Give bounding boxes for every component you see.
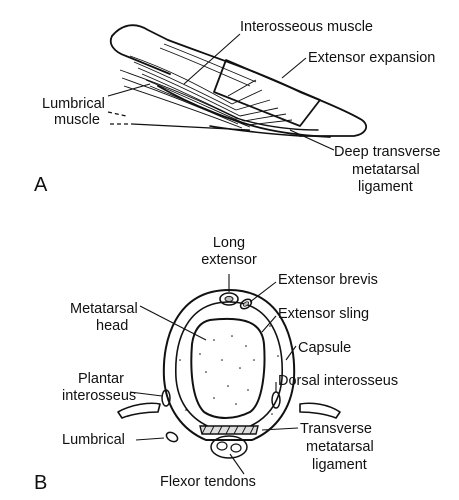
label-deep-transverse-line3: ligament bbox=[358, 179, 413, 195]
label-transverse-metatarsal-line2: metatarsal bbox=[306, 439, 374, 455]
label-transverse-metatarsal-line1: Transverse bbox=[300, 421, 372, 437]
label-extensor-brevis: Extensor brevis bbox=[278, 272, 378, 288]
label-extensor-expansion: Extensor expansion bbox=[308, 50, 435, 66]
label-deep-transverse-line2: metatarsal bbox=[352, 162, 420, 178]
label-interosseous-muscle: Interosseous muscle bbox=[240, 19, 373, 35]
label-deep-transverse-line1: Deep transverse bbox=[334, 144, 440, 160]
label-metatarsal-head-line2: head bbox=[96, 318, 128, 334]
label-lumbrical: Lumbrical bbox=[62, 432, 125, 448]
label-dorsal-interosseus: Dorsal interosseus bbox=[278, 373, 398, 389]
label-long-extensor-line2: extensor bbox=[201, 252, 257, 268]
label-lumbrical-muscle-line2: muscle bbox=[54, 112, 100, 128]
label-transverse-metatarsal-line3: ligament bbox=[312, 457, 367, 473]
label-plantar-interosseus-line1: Plantar bbox=[78, 371, 124, 387]
panel-b-leaders bbox=[129, 274, 299, 475]
label-metatarsal-head-line1: Metatarsal bbox=[70, 301, 138, 317]
panel-letter-a: A bbox=[34, 174, 48, 196]
panel-b-illustration bbox=[117, 289, 341, 459]
panel-b-labels: Long extensor Extensor brevis Metatarsal… bbox=[34, 235, 398, 494]
panel-letter-b: B bbox=[34, 472, 47, 494]
panel-a-labels: Interosseous muscle Extensor expansion L… bbox=[34, 19, 440, 196]
panel-a-leaders bbox=[107, 33, 335, 151]
label-long-extensor-line1: Long bbox=[213, 235, 245, 251]
panel-a-illustration bbox=[107, 24, 368, 138]
label-flexor-tendons: Flexor tendons bbox=[160, 474, 256, 490]
label-plantar-interosseus-line2: interosseus bbox=[62, 388, 136, 404]
label-capsule: Capsule bbox=[298, 340, 351, 356]
label-extensor-sling: Extensor sling bbox=[278, 306, 369, 322]
label-lumbrical-muscle-line1: Lumbrical bbox=[42, 96, 105, 112]
